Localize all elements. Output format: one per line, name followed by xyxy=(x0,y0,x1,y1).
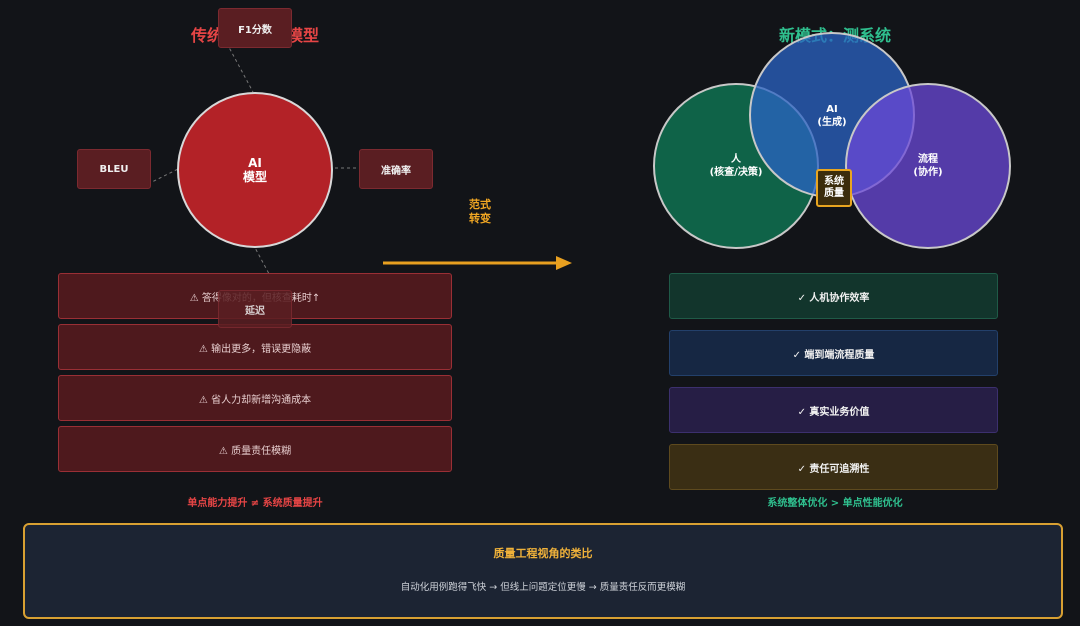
shift-arrow-head xyxy=(556,256,572,270)
venn-human-sub: (核查/决策) xyxy=(709,167,763,178)
warning-box: ⚠ 质量责任模糊 xyxy=(58,426,452,472)
venn-process-circle xyxy=(845,83,1011,249)
system-quality-line-2: 质量 xyxy=(824,188,844,199)
benefit-box: ✓ 人机协作效率 xyxy=(669,273,998,319)
venn-human-title: 人 xyxy=(731,154,741,165)
analogy-title: 质量工程视角的类比 xyxy=(493,547,593,560)
analogy-panel: 质量工程视角的类比 自动化用例跑得飞快 → 但线上问题定位更慢 → 质量责任反而… xyxy=(23,523,1063,619)
ai-model-label-1: AI xyxy=(248,156,262,170)
right-footer: 系统整体优化 > 单点性能优化 xyxy=(767,498,903,509)
system-quality-line-1: 系统 xyxy=(824,176,844,187)
connector-bleu xyxy=(147,167,181,185)
metric-accuracy: 准确率 xyxy=(359,149,433,189)
venn-diagram xyxy=(653,32,1011,249)
benefit-box: ✓ 责任可追溯性 xyxy=(669,444,998,490)
warning-box: ⚠ 输出更多，错误更隐蔽 xyxy=(58,324,452,370)
warning-box: ⚠ 省人力却新增沟通成本 xyxy=(58,375,452,421)
system-quality-badge: 系统 质量 xyxy=(816,169,852,207)
metric-f1: F1分数 xyxy=(218,8,292,48)
venn-process-title: 流程 xyxy=(918,154,938,165)
shift-line-1: 范式 xyxy=(469,198,491,211)
ai-model-circle: AI 模型 xyxy=(177,92,333,248)
benefit-box: ✓ 端到端流程质量 xyxy=(669,330,998,376)
venn-ai-sub: (生成) xyxy=(817,117,847,128)
venn-ai-title: AI xyxy=(826,104,838,115)
connector-latency xyxy=(252,243,283,299)
shift-line-2: 转变 xyxy=(469,212,491,225)
paradigm-shift-label: 范式 转变 xyxy=(452,198,508,226)
venn-human-label: 人 (核查/决策) xyxy=(700,153,772,179)
analogy-text: 自动化用例跑得飞快 → 但线上问题定位更慢 → 质量责任反而更模糊 xyxy=(400,582,686,593)
metric-bleu: BLEU xyxy=(77,149,151,189)
metric-latency: 延迟 xyxy=(218,290,292,328)
ai-model-label-2: 模型 xyxy=(242,170,267,184)
connector-f1 xyxy=(223,37,254,93)
venn-ai-label: AI (生成) xyxy=(800,103,864,129)
left-footer: 单点能力提升 ≠ 系统质量提升 xyxy=(187,498,323,509)
venn-process-label: 流程 (协作) xyxy=(896,153,960,179)
venn-process-sub: (协作) xyxy=(913,167,943,178)
benefit-box: ✓ 真实业务价值 xyxy=(669,387,998,433)
